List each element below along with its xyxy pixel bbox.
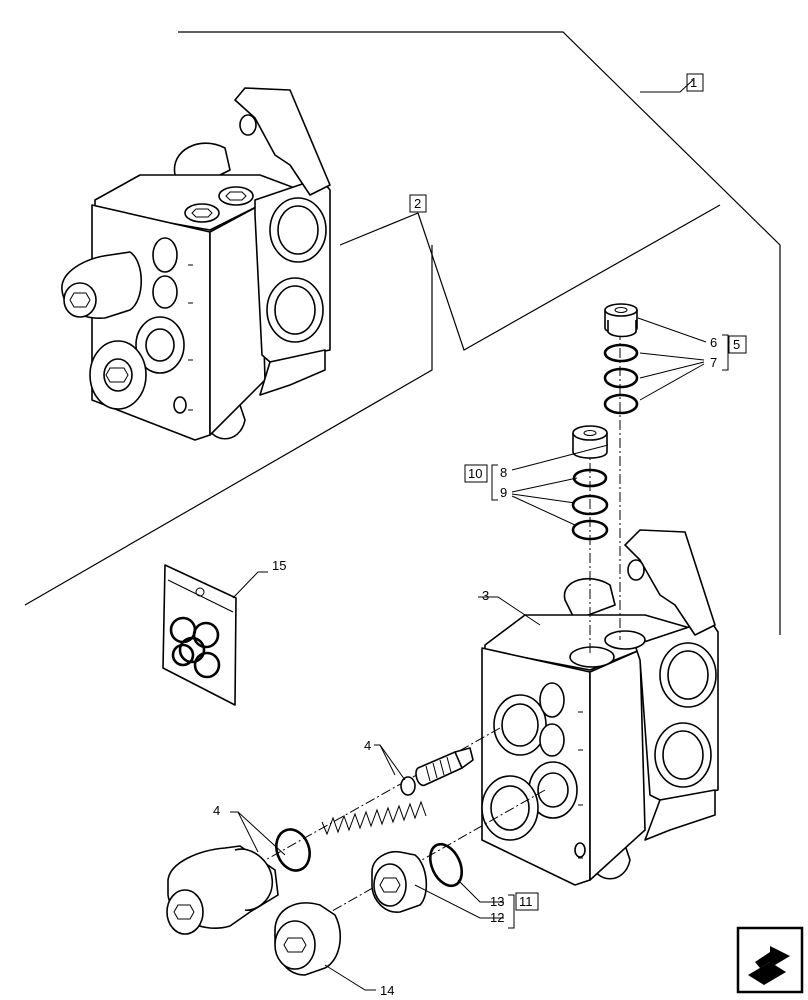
o-ring-13 — [428, 842, 464, 888]
callout-13: 13 — [490, 894, 504, 909]
callout-8: 8 — [500, 465, 507, 480]
spool-4 — [415, 747, 474, 787]
callout-10: 10 — [468, 466, 482, 481]
o-ring-7a — [603, 343, 639, 363]
callout-6: 6 — [710, 335, 717, 350]
callout-15: 15 — [272, 558, 286, 573]
callout-brackets — [491, 334, 729, 929]
valve-assembly-small — [61, 87, 331, 441]
page-navigation-arrow-icon[interactable] — [736, 926, 804, 994]
callout-14: 14 — [380, 983, 394, 998]
valve-body-main — [481, 529, 719, 886]
callout-2: 2 — [414, 196, 421, 211]
callout-3: 3 — [482, 588, 489, 603]
washer-4 — [400, 776, 416, 796]
o-ring-7b — [603, 367, 639, 389]
callout-1: 1 — [690, 75, 697, 90]
leader-lines — [230, 79, 707, 991]
callout-box-2 — [409, 194, 427, 213]
seal-kit-bag-15 — [162, 564, 237, 706]
o-ring-9c — [571, 519, 609, 541]
callout-box-5 — [728, 335, 747, 354]
o-ring-4 — [275, 828, 311, 872]
callout-4-upper: 4 — [364, 738, 371, 753]
spring-4 — [321, 800, 427, 836]
callout-box-11 — [515, 892, 539, 911]
plug-6 — [604, 303, 638, 338]
callout-box-10 — [464, 464, 488, 483]
callout-5: 5 — [733, 337, 740, 352]
callout-9: 9 — [500, 485, 507, 500]
o-ring-9b — [571, 494, 609, 516]
callout-11: 11 — [519, 894, 533, 909]
callout-7: 7 — [710, 355, 717, 370]
assembly-boundary-lines — [24, 31, 781, 635]
plug-12 — [371, 850, 428, 913]
o-ring-7c — [603, 393, 639, 415]
plug-14 — [274, 902, 341, 976]
o-ring-9a — [572, 468, 608, 488]
callout-12: 12 — [490, 910, 504, 925]
plug-4 — [166, 845, 279, 935]
callout-box-1 — [686, 73, 704, 92]
callout-4-lower: 4 — [213, 803, 220, 818]
